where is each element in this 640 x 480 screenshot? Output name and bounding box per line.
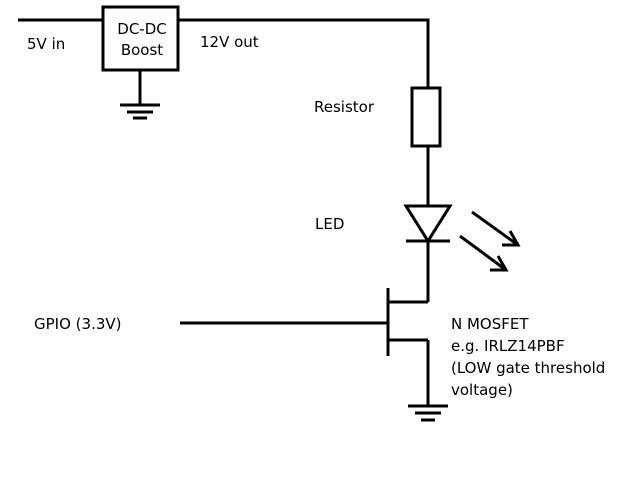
mosfet-label-line4: voltage) <box>451 381 513 399</box>
mosfet-label-line2: e.g. IRLZ14PBF <box>451 337 565 355</box>
gpio-label: GPIO (3.3V) <box>34 315 122 333</box>
mosfet-ground-symbol <box>408 404 448 422</box>
mosfet-label-line3: (LOW gate threshold <box>451 359 606 377</box>
output-voltage-label: 12V out <box>200 33 259 51</box>
resistor-symbol <box>410 86 442 148</box>
led-label: LED <box>315 215 345 233</box>
mosfet-symbol <box>386 288 430 406</box>
led-symbol <box>403 204 453 244</box>
boost-label-line2: Boost <box>120 41 164 59</box>
light-emission-arrows <box>459 210 521 272</box>
mosfet-label-line1: N MOSFET <box>451 315 529 333</box>
output-wire <box>178 18 430 88</box>
boost-ground-symbol <box>120 70 160 120</box>
boost-label-line1: DC-DC <box>117 20 167 38</box>
input-voltage-label: 5V in <box>27 35 66 53</box>
resistor-label: Resistor <box>314 98 374 116</box>
